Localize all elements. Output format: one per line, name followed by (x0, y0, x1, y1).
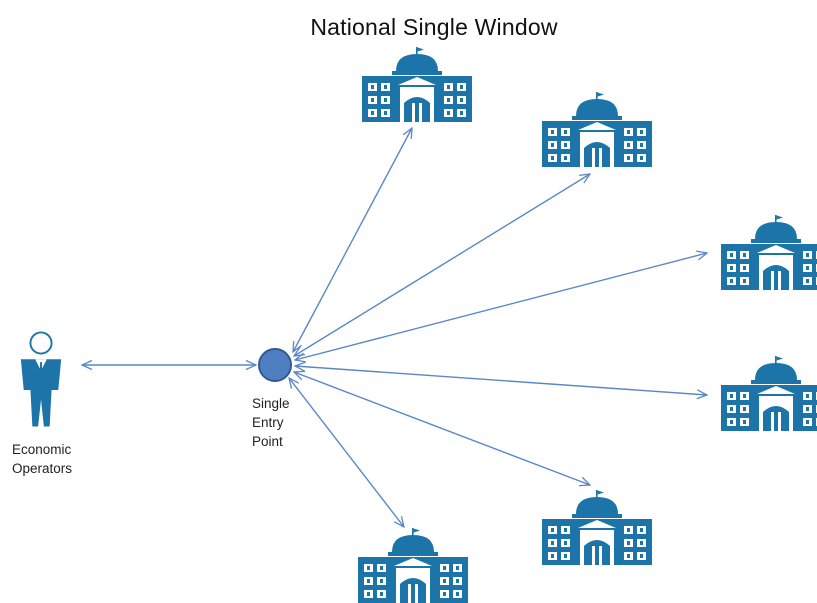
agency-2-building-icon (542, 92, 652, 167)
arrow-hub-agency-4 (295, 366, 707, 395)
arrow-hub-agency-2 (294, 174, 590, 356)
arrow-hub-agency-1 (293, 128, 412, 352)
single-entry-point-node (258, 348, 292, 382)
single-entry-point-label: Single Entry Point (252, 396, 290, 449)
arrow-hub-agency-5 (294, 372, 590, 485)
agency-5-building-icon (542, 490, 652, 565)
arrow-hub-agency-3 (295, 253, 707, 360)
connection-arrows (82, 128, 707, 527)
economic-operator-icon (19, 331, 63, 427)
agency-4-building-icon (721, 356, 817, 431)
agency-6-building-icon (358, 528, 468, 603)
diagram-title: National Single Window (310, 14, 558, 40)
economic-operators-label: Economic Operators (12, 442, 73, 476)
agency-3-building-icon (721, 215, 817, 290)
agency-1-building-icon (362, 47, 472, 122)
arrow-hub-agency-6 (289, 378, 404, 527)
